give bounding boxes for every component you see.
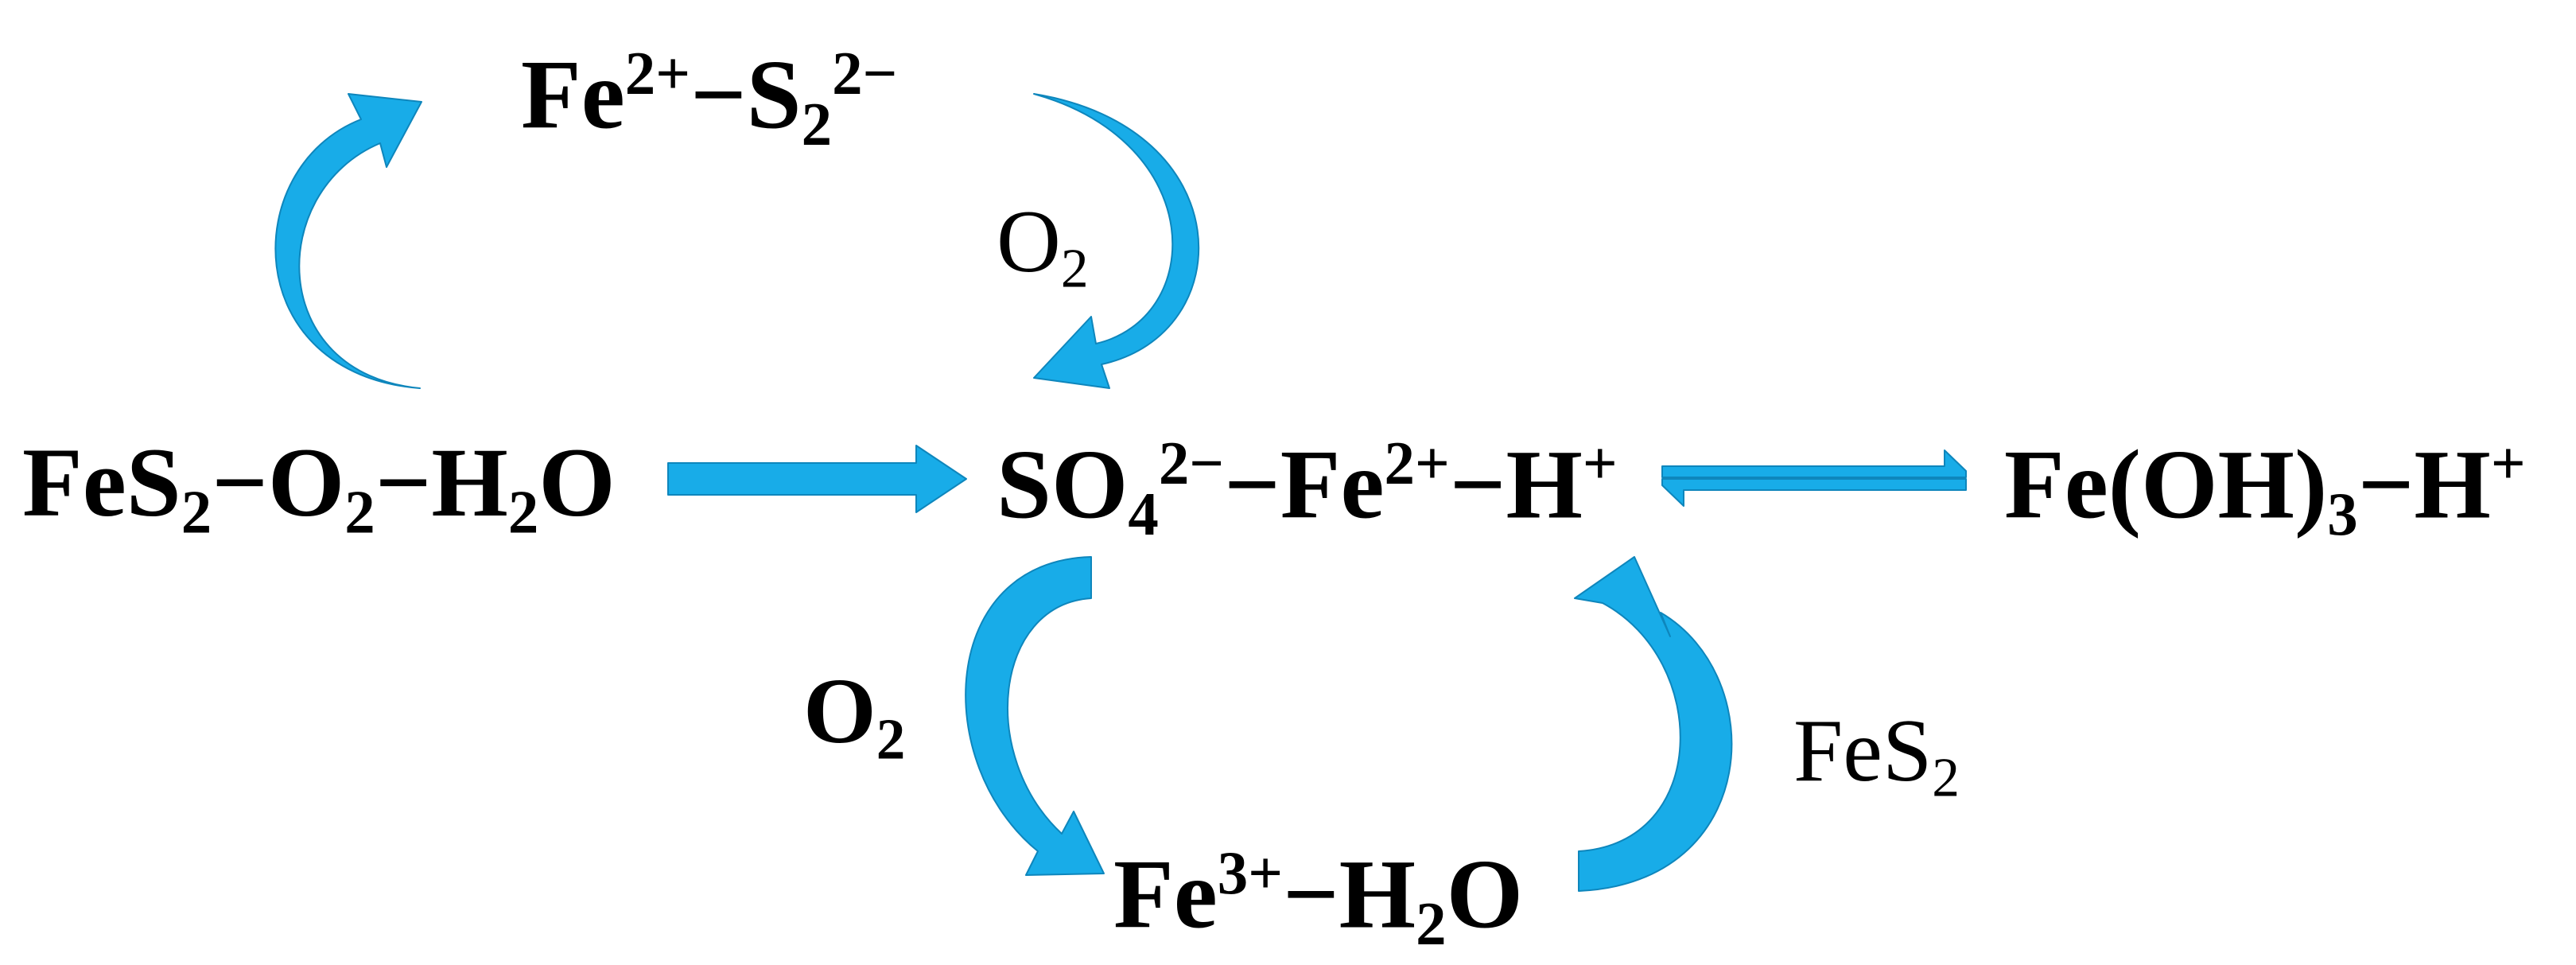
formula-part-text: Fe <box>521 40 625 150</box>
formula-part-sup: 3+ <box>1217 839 1284 907</box>
curved-arrow-bottom-left-down <box>965 556 1105 876</box>
formula-part-sup: + <box>2490 430 2526 497</box>
formula-part-text: −H <box>1283 839 1416 949</box>
formula-part-text: −H <box>1449 430 1583 539</box>
curved-arrow-top-right-down <box>1033 93 1200 389</box>
formula-part-text: −H <box>375 428 508 537</box>
formula-part-text: Fe <box>1113 839 1218 949</box>
formula-part-sub: 3 <box>2327 480 2358 548</box>
formula-part-sub: 2 <box>507 478 539 547</box>
species-fe3-h2o: Fe3+−H2O <box>1113 842 1523 958</box>
species-fes2-o2-h2o: FeS2−O2−H2O <box>22 434 616 543</box>
curved-arrow-left-up <box>274 93 422 389</box>
formula-part-sup: 2− <box>1158 430 1225 497</box>
formula-part-text: −H <box>2357 430 2491 539</box>
species-so4-fe2-h: SO42−−Fe2+−H+ <box>997 433 1618 548</box>
formula-part-text: O <box>997 193 1061 291</box>
formula-part-sub: 4 <box>1128 480 1159 548</box>
formula-part-sub: 2 <box>1416 889 1447 958</box>
formula-part-text: O <box>1446 839 1524 949</box>
formula-part-text: −O <box>212 428 345 537</box>
species-fe2-s2: Fe2+−S22− <box>521 43 897 158</box>
equilibrium-arrow-backward <box>1661 478 1967 507</box>
formula-part-sub: 2 <box>181 478 212 547</box>
equilibrium-arrow-forward <box>1661 449 1967 478</box>
formula-part-text: −S <box>690 40 802 150</box>
species-feoh3-h: Fe(OH)3−H+ <box>2004 433 2526 548</box>
formula-part-text: Fe(OH) <box>2004 430 2328 539</box>
label-o2-top: O2 <box>997 197 1089 297</box>
formula-part-text: FeS <box>1793 702 1933 800</box>
formula-part-sub: 2 <box>1932 747 1960 809</box>
label-fes2: FeS2 <box>1793 706 1960 806</box>
formula-part-sub: 2 <box>344 478 375 547</box>
formula-part-sup: 2+ <box>624 40 691 107</box>
formula-part-text: O <box>803 659 876 763</box>
formula-part-sub: 2 <box>1060 238 1089 300</box>
formula-part-sub: 2 <box>876 706 906 772</box>
formula-part-text: FeS <box>22 428 181 537</box>
straight-arrow-right <box>667 445 967 513</box>
formula-part-text: O <box>538 428 616 537</box>
curved-arrow-bottom-right-up <box>1574 556 1733 892</box>
formula-part-sup: + <box>1582 430 1618 497</box>
formula-part-sup: 2+ <box>1384 430 1450 497</box>
label-o2-bottom: O2 <box>803 664 905 768</box>
formula-part-text: SO <box>997 430 1129 539</box>
formula-part-sup: 2− <box>832 40 898 107</box>
formula-part-sub: 2 <box>801 90 833 158</box>
formula-part-text: −Fe <box>1224 430 1385 539</box>
